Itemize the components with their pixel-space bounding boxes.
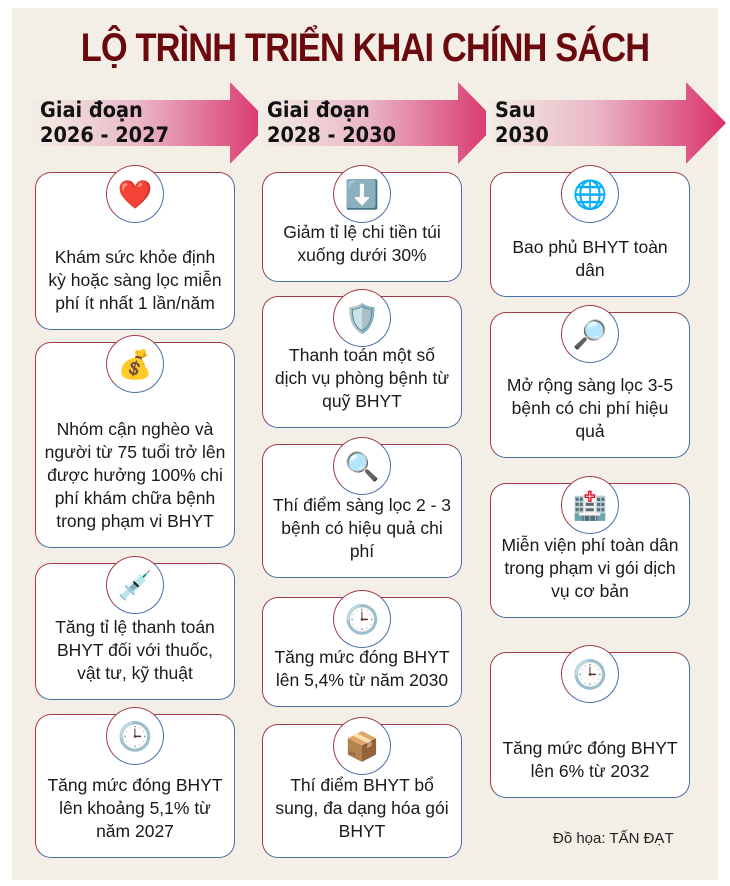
page-title: LỘ TRÌNH TRIỂN KHAI CHÍNH SÁCH — [80, 26, 650, 70]
arrow-down-wallet-icon: ⬇️ — [333, 165, 391, 223]
policy-card: 🕒Tăng mức đóng BHYT lên 5,4% từ năm 2030 — [262, 590, 462, 707]
plus-boxes-icon: 📦 — [333, 717, 391, 775]
policy-text: Nhóm cận nghèo và người từ 75 tuổi trở l… — [44, 419, 226, 531]
policy-text: Bao phủ BHYT toàn dân — [512, 237, 668, 280]
globe-clock-icon: 🕒 — [333, 590, 391, 648]
magnifier-virus-icon: 🔎 — [561, 305, 619, 363]
policy-card: ❤️ Khám sức khỏe định kỳ hoặc sàng lọc mi… — [35, 165, 235, 330]
globe-clock-icon: 🕒 — [106, 707, 164, 765]
policy-card: 🛡️Thanh toán một số dịch vụ phòng bệnh t… — [262, 289, 462, 428]
graphic-credit: Đồ họa: TẤN ĐẠT — [553, 830, 674, 847]
arrow-up-syringe-icon: 💉 — [106, 556, 164, 614]
policy-text: Thanh toán một số dịch vụ phòng bệnh từ … — [274, 345, 450, 411]
policy-card: 🕒 Tăng mức đóng BHYT lên 6% từ 2032 — [490, 645, 690, 798]
policy-text: Tăng mức đóng BHYT lên khoảng 5,1% từ nă… — [47, 775, 223, 841]
policy-text: Miễn viện phí toàn dân trong phạm vi gói… — [501, 535, 679, 601]
policy-card: 🔍Thí điểm sàng lọc 2 - 3 bệnh có hiệu qu… — [262, 437, 462, 578]
policy-card: 💉Tăng tỉ lệ thanh toán BHYT đối với thuố… — [35, 556, 235, 700]
policy-text: Thí điểm sàng lọc 2 - 3 bệnh có hiệu quả… — [273, 495, 451, 561]
policy-card: 🕒 Tăng mức đóng BHYT lên khoảng 5,1% từ n… — [35, 707, 235, 858]
phase-arrow — [486, 82, 726, 164]
globe-clock-icon: 🕒 — [561, 645, 619, 703]
phase-label-line1: Giai đoạn — [267, 98, 370, 122]
phase-arrow — [258, 82, 498, 164]
policy-text: Tăng mức đóng BHYT lên 5,4% từ năm 2030 — [274, 647, 450, 690]
phase-label-line2: 2030 — [495, 123, 549, 147]
policy-card: ⬇️Giảm tỉ lệ chi tiền túi xuống dưới 30% — [262, 165, 462, 282]
policy-text: Tăng tỉ lệ thanh toán BHYT đối với thuốc… — [55, 617, 215, 683]
policy-text: Tăng mức đóng BHYT lên 6% từ 2032 — [502, 738, 678, 781]
person-money-bag-icon: 💰 — [106, 335, 164, 393]
shield-heart-icon: 🛡️ — [333, 289, 391, 347]
globe-people-icon: 🌐 — [561, 165, 619, 223]
phase-label-line1: Sau — [495, 98, 536, 122]
policy-card: 📦Thí điểm BHYT bổ sung, đa dạng hóa gói … — [262, 717, 462, 858]
phase-arrow — [30, 82, 270, 164]
policy-card: 🏥Miễn viện phí toàn dân trong phạm vi gó… — [490, 476, 690, 618]
magnifier-dna-icon: 🔍 — [333, 437, 391, 495]
policy-card: 🌐 Bao phủ BHYT toàn dân — [490, 165, 690, 297]
policy-text: Mở rộng sàng lọc 3-5 bệnh có chi phí hiệ… — [506, 375, 674, 441]
tag-hospital-icon: 🏥 — [561, 476, 619, 534]
heart-stethoscope-icon: ❤️ — [106, 165, 164, 223]
phase-label-line2: 2026 - 2027 — [40, 123, 170, 147]
policy-text: Khám sức khỏe định kỳ hoặc sàng lọc miễn… — [48, 247, 222, 313]
policy-card: 💰 Nhóm cận nghèo và người từ 75 tuổi trở … — [35, 335, 235, 548]
policy-card: 🔎 Mở rộng sàng lọc 3-5 bệnh có chi phí hi… — [490, 305, 690, 458]
policy-text: Thí điểm BHYT bổ sung, đa dạng hóa gói B… — [275, 775, 449, 841]
phase-label-line1: Giai đoạn — [40, 98, 143, 122]
policy-text: Giảm tỉ lệ chi tiền túi xuống dưới 30% — [283, 222, 441, 265]
phase-label-line2: 2028 - 2030 — [267, 123, 397, 147]
